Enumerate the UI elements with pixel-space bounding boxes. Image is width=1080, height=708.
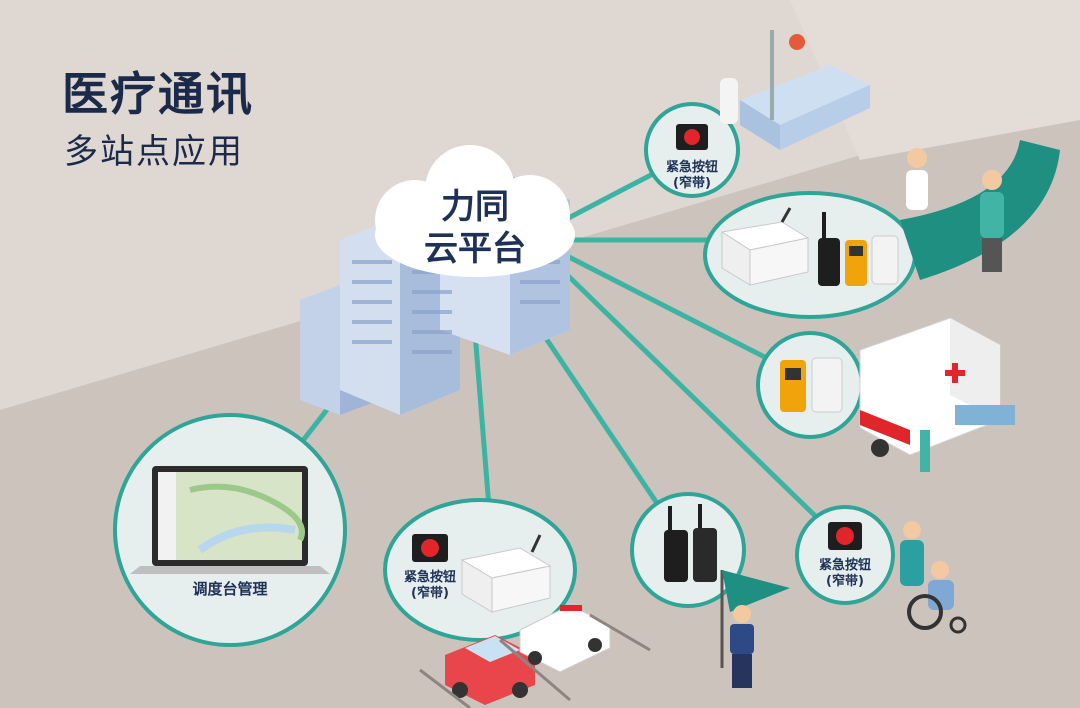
emergency-bottom-label-line2: (窄带) [411, 586, 449, 601]
police-car-icon [519, 604, 611, 673]
ambulance-icon [859, 317, 1015, 472]
emergency-top-label: 紧急按钮 (窄带) [652, 160, 732, 192]
alarm-button-icon [412, 534, 448, 562]
radio-icon [818, 212, 899, 286]
radio-icon [780, 357, 843, 413]
wheelchair-icon [900, 521, 967, 634]
emergency-right-label-line2: (窄带) [826, 574, 864, 589]
alarm-button-icon [676, 124, 708, 150]
car-icon [445, 635, 535, 705]
alarm-button-icon [828, 522, 862, 550]
radio-icon [664, 504, 717, 582]
gateway-icon [460, 534, 552, 613]
emergency-right-label-line1: 紧急按钮 [818, 558, 871, 573]
cloud-label-line1: 力同 [441, 187, 509, 227]
laptop-icon [130, 466, 330, 574]
parking-lines [419, 613, 651, 708]
emergency-top-label-line1: 紧急按钮 [665, 160, 718, 175]
emergency-top-label-line2: (窄带) [673, 176, 711, 191]
emergency-bottom-label: 紧急按钮 (窄带) [390, 570, 470, 602]
gateway-icon [720, 207, 810, 286]
dispatch-label: 调度台管理 [192, 580, 268, 598]
emergency-right-label: 紧急按钮 (窄带) [805, 558, 885, 590]
page-subtitle: 多站点应用 [64, 132, 244, 172]
guard-icon [720, 570, 790, 688]
hospital-bed-icon [720, 30, 870, 150]
cloud-icon [375, 145, 575, 277]
emergency-bottom-label-line1: 紧急按钮 [403, 570, 456, 585]
node-emergency-right [795, 505, 895, 605]
receptionist-icon [900, 140, 1060, 280]
cloud-label: 力同 云平台 [400, 186, 550, 270]
right-wall [790, 0, 1080, 160]
cloud-label-line2: 云平台 [424, 229, 526, 269]
node-radios-ambulance [756, 331, 864, 439]
page-title: 医疗通讯 [62, 67, 254, 121]
